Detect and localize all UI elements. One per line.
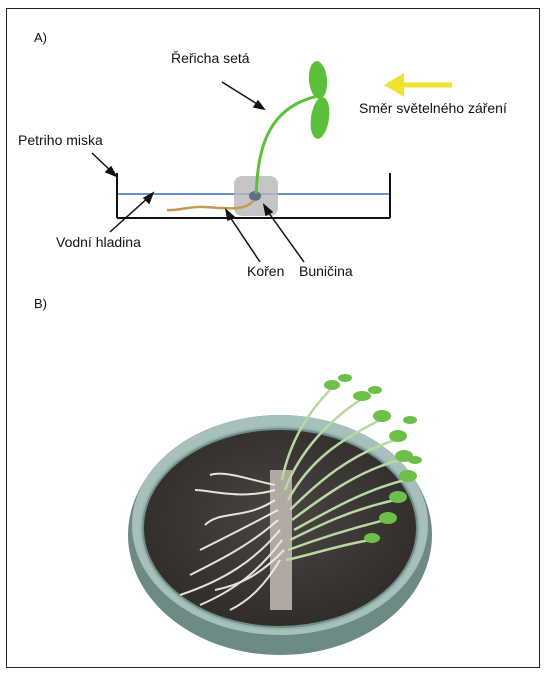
petri-dish-photo — [0, 0, 546, 674]
